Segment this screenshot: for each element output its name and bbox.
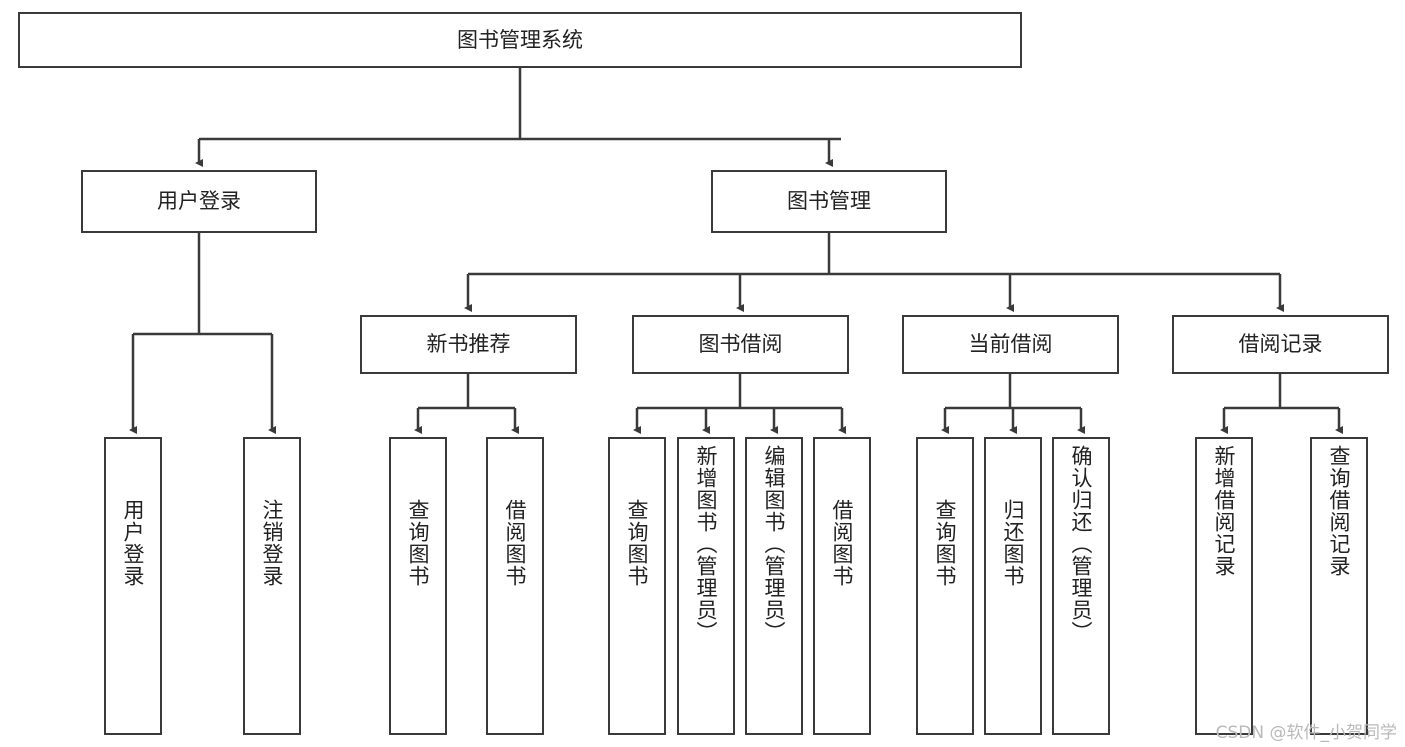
- node-leaf-query-borrow-record-label: 查询借阅记录: [1327, 445, 1352, 577]
- node-leaf-edit-book-admin-label: 编辑图书（管理员）: [762, 445, 787, 643]
- node-current-borrow[interactable]: 当前借阅: [902, 315, 1119, 374]
- node-book-management[interactable]: 图书管理: [711, 170, 947, 233]
- node-leaf-user-login[interactable]: 用户登录: [104, 437, 162, 735]
- node-leaf-query-book-recommend-label: 查询图书: [406, 499, 431, 587]
- node-leaf-borrow-book-recommend-label: 借阅图书: [503, 499, 528, 587]
- node-leaf-borrow-book-label: 借阅图书: [830, 499, 855, 587]
- node-root[interactable]: 图书管理系统: [18, 12, 1022, 68]
- node-leaf-query-book-current[interactable]: 查询图书: [916, 437, 974, 735]
- node-book-borrow-label: 图书借阅: [698, 332, 783, 357]
- node-leaf-logout[interactable]: 注销登录: [243, 437, 301, 735]
- node-new-book-recommend-label: 新书推荐: [426, 332, 511, 357]
- node-book-management-label: 图书管理: [787, 189, 871, 214]
- node-leaf-confirm-return-admin-label: 确认归还（管理员）: [1069, 445, 1094, 643]
- node-leaf-return-book[interactable]: 归还图书: [984, 437, 1042, 735]
- node-leaf-query-borrow-record[interactable]: 查询借阅记录: [1310, 437, 1368, 735]
- node-leaf-add-book-admin[interactable]: 新增图书（管理员）: [677, 437, 735, 735]
- node-leaf-query-book-recommend[interactable]: 查询图书: [389, 437, 447, 735]
- node-user-login[interactable]: 用户登录: [81, 170, 317, 233]
- node-leaf-add-book-admin-label: 新增图书（管理员）: [694, 445, 719, 643]
- node-current-borrow-label: 当前借阅: [968, 332, 1053, 357]
- node-leaf-borrow-book-recommend[interactable]: 借阅图书: [486, 437, 544, 735]
- node-leaf-query-book-borrow-label: 查询图书: [625, 499, 650, 587]
- node-leaf-confirm-return-admin[interactable]: 确认归还（管理员）: [1052, 437, 1110, 735]
- node-leaf-query-book-current-label: 查询图书: [933, 499, 958, 587]
- node-borrow-record[interactable]: 借阅记录: [1172, 315, 1389, 374]
- node-borrow-record-label: 借阅记录: [1238, 332, 1323, 357]
- node-leaf-return-book-label: 归还图书: [1001, 499, 1026, 587]
- node-root-label: 图书管理系统: [457, 27, 583, 52]
- node-leaf-logout-label: 注销登录: [260, 499, 285, 587]
- csdn-watermark: CSDN @软件_小贺同学: [1215, 723, 1397, 743]
- node-leaf-user-login-label: 用户登录: [121, 499, 146, 587]
- node-leaf-add-borrow-record-label: 新增借阅记录: [1212, 445, 1237, 577]
- node-leaf-query-book-borrow[interactable]: 查询图书: [608, 437, 666, 735]
- node-new-book-recommend[interactable]: 新书推荐: [360, 315, 577, 374]
- node-leaf-add-borrow-record[interactable]: 新增借阅记录: [1195, 437, 1253, 735]
- node-book-borrow[interactable]: 图书借阅: [632, 315, 849, 374]
- node-user-login-label: 用户登录: [157, 189, 241, 214]
- node-leaf-borrow-book[interactable]: 借阅图书: [813, 437, 871, 735]
- node-leaf-edit-book-admin[interactable]: 编辑图书（管理员）: [745, 437, 803, 735]
